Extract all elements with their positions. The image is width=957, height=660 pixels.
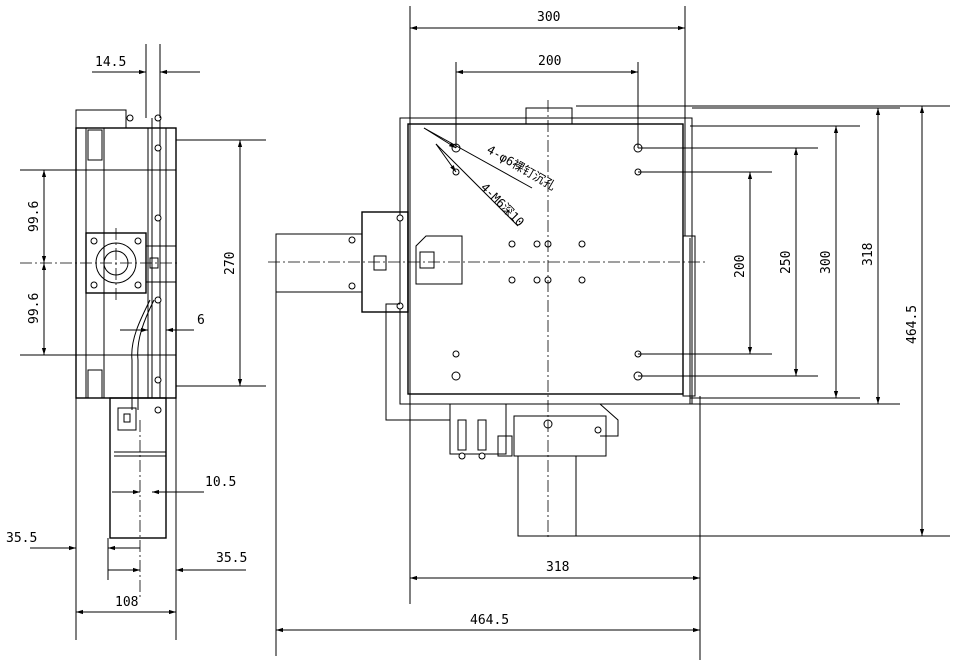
mounting-holes: [451, 143, 643, 381]
front-base-frame: [399, 117, 693, 405]
front-motor-body: [275, 233, 363, 293]
dim-99-6-top: 99.6: [27, 201, 42, 232]
front-handle: [415, 235, 463, 285]
side-bottom-bracket: [87, 369, 103, 399]
front-bottom-block: [513, 415, 607, 457]
side-top-bracket: [87, 129, 103, 161]
dim-464-5-bottom: 464.5: [470, 613, 509, 628]
dim-6: 6: [197, 313, 205, 328]
dim-200-right: 200: [733, 255, 748, 278]
front-top-block: [525, 107, 573, 125]
dim-10-5: 10.5: [205, 475, 236, 490]
dim-300-top: 300: [537, 10, 560, 25]
dim-464-5-right: 464.5: [905, 305, 920, 344]
note-tapped-holes: 4-M6深10: [478, 180, 527, 229]
dim-35-5-left: 35.5: [6, 531, 37, 546]
side-top-cap: [75, 109, 127, 129]
dim-270: 270: [223, 252, 238, 275]
dim-300-right: 300: [819, 251, 834, 274]
front-right-rail: [682, 235, 696, 397]
dim-35-5-right: 35.5: [216, 551, 247, 566]
dim-250-right: 250: [779, 251, 794, 274]
side-view: 14.5 99.6 99.6 270 6 10.5 35.5 35.5: [6, 44, 266, 640]
dim-318-right: 318: [861, 243, 876, 266]
dim-99-6-bottom: 99.6: [27, 293, 42, 324]
dim-14-5: 14.5: [95, 55, 126, 70]
dim-318-bottom: 318: [546, 560, 569, 575]
front-bottom-motor: [517, 455, 577, 537]
dim-200-top: 200: [538, 54, 561, 69]
dim-108: 108: [115, 595, 138, 610]
side-lower-body: [109, 397, 167, 539]
front-view: 300 200 200 250 300 318 464.5 318: [268, 6, 950, 660]
